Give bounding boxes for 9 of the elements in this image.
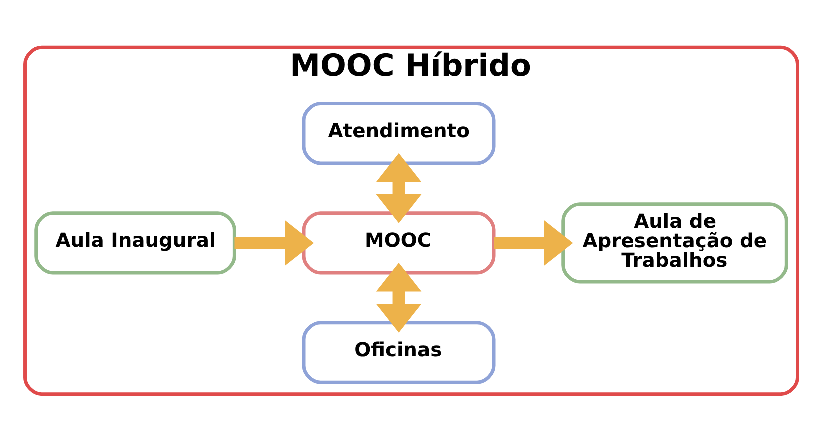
arrow xyxy=(494,220,574,266)
node-box: Aula de Apresentação de Trabalhos xyxy=(562,202,788,284)
node-box: Aula Inaugural xyxy=(34,212,236,275)
arrow xyxy=(234,220,314,266)
node-box: Atendimento xyxy=(302,102,496,166)
node-box: MOOC xyxy=(302,212,496,275)
arrow xyxy=(376,153,422,224)
node-box: Oficinas xyxy=(302,321,496,384)
arrow xyxy=(376,262,422,333)
